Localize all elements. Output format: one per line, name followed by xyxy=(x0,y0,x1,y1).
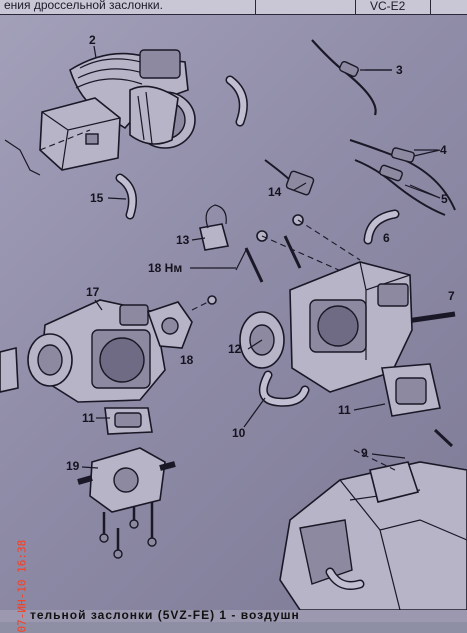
bolts xyxy=(235,214,361,283)
part-14-connector xyxy=(264,159,315,196)
hose-clamp-left xyxy=(4,139,41,176)
part-3-cable xyxy=(311,39,392,116)
callout-5: 5 xyxy=(441,192,448,206)
callout-7: 7 xyxy=(448,289,455,303)
callout-17: 17 xyxy=(86,285,100,299)
callout-3: 3 xyxy=(396,63,403,77)
photo-timestamp: 07-ИН-10 16:38 xyxy=(15,539,29,633)
footer-strip xyxy=(0,610,467,622)
header-strip: ения дроссельной заслонки. VC-E2 xyxy=(0,0,467,15)
part-2-intake-hose xyxy=(69,49,196,149)
callout-11-left: 11 xyxy=(82,411,95,425)
callout-6: 6 xyxy=(383,231,390,245)
part-18-sensor xyxy=(146,295,217,349)
header-divider xyxy=(255,0,256,14)
callout-10: 10 xyxy=(232,426,246,440)
callout-15: 15 xyxy=(90,191,104,205)
part-19-valve xyxy=(77,447,176,559)
callout-9: 9 xyxy=(361,446,368,460)
torque-label: 18 Нм xyxy=(148,261,182,275)
part-11-gasket-right xyxy=(381,363,441,417)
callout-14: 14 xyxy=(268,185,282,199)
leader-lines xyxy=(81,45,441,469)
part-17-throttle-assembly xyxy=(0,299,166,403)
part-4-5-cables xyxy=(349,139,456,216)
callout-12: 12 xyxy=(228,342,242,356)
part-13-sensor xyxy=(199,204,230,251)
callout-13: 13 xyxy=(176,233,190,247)
engine-intake-manifold xyxy=(279,428,467,611)
callout-11-right: 11 xyxy=(338,403,351,417)
header-title: ения дроссельной заслонки. xyxy=(4,0,163,12)
callout-4: 4 xyxy=(440,143,447,157)
footer-caption: тельной заслонки (5VZ-FE) 1 - воздушн xyxy=(30,608,300,622)
callout-18: 18 xyxy=(180,353,194,367)
part-11-gasket-left xyxy=(104,407,153,435)
callout-labels: 2 3 4 5 6 7 9 10 11 11 12 13 14 15 17 18… xyxy=(66,33,455,473)
callout-19: 19 xyxy=(66,459,80,473)
header-code: VC-E2 xyxy=(370,0,406,13)
callout-2: 2 xyxy=(89,33,96,47)
header-divider xyxy=(355,0,356,14)
header-divider xyxy=(430,0,431,14)
